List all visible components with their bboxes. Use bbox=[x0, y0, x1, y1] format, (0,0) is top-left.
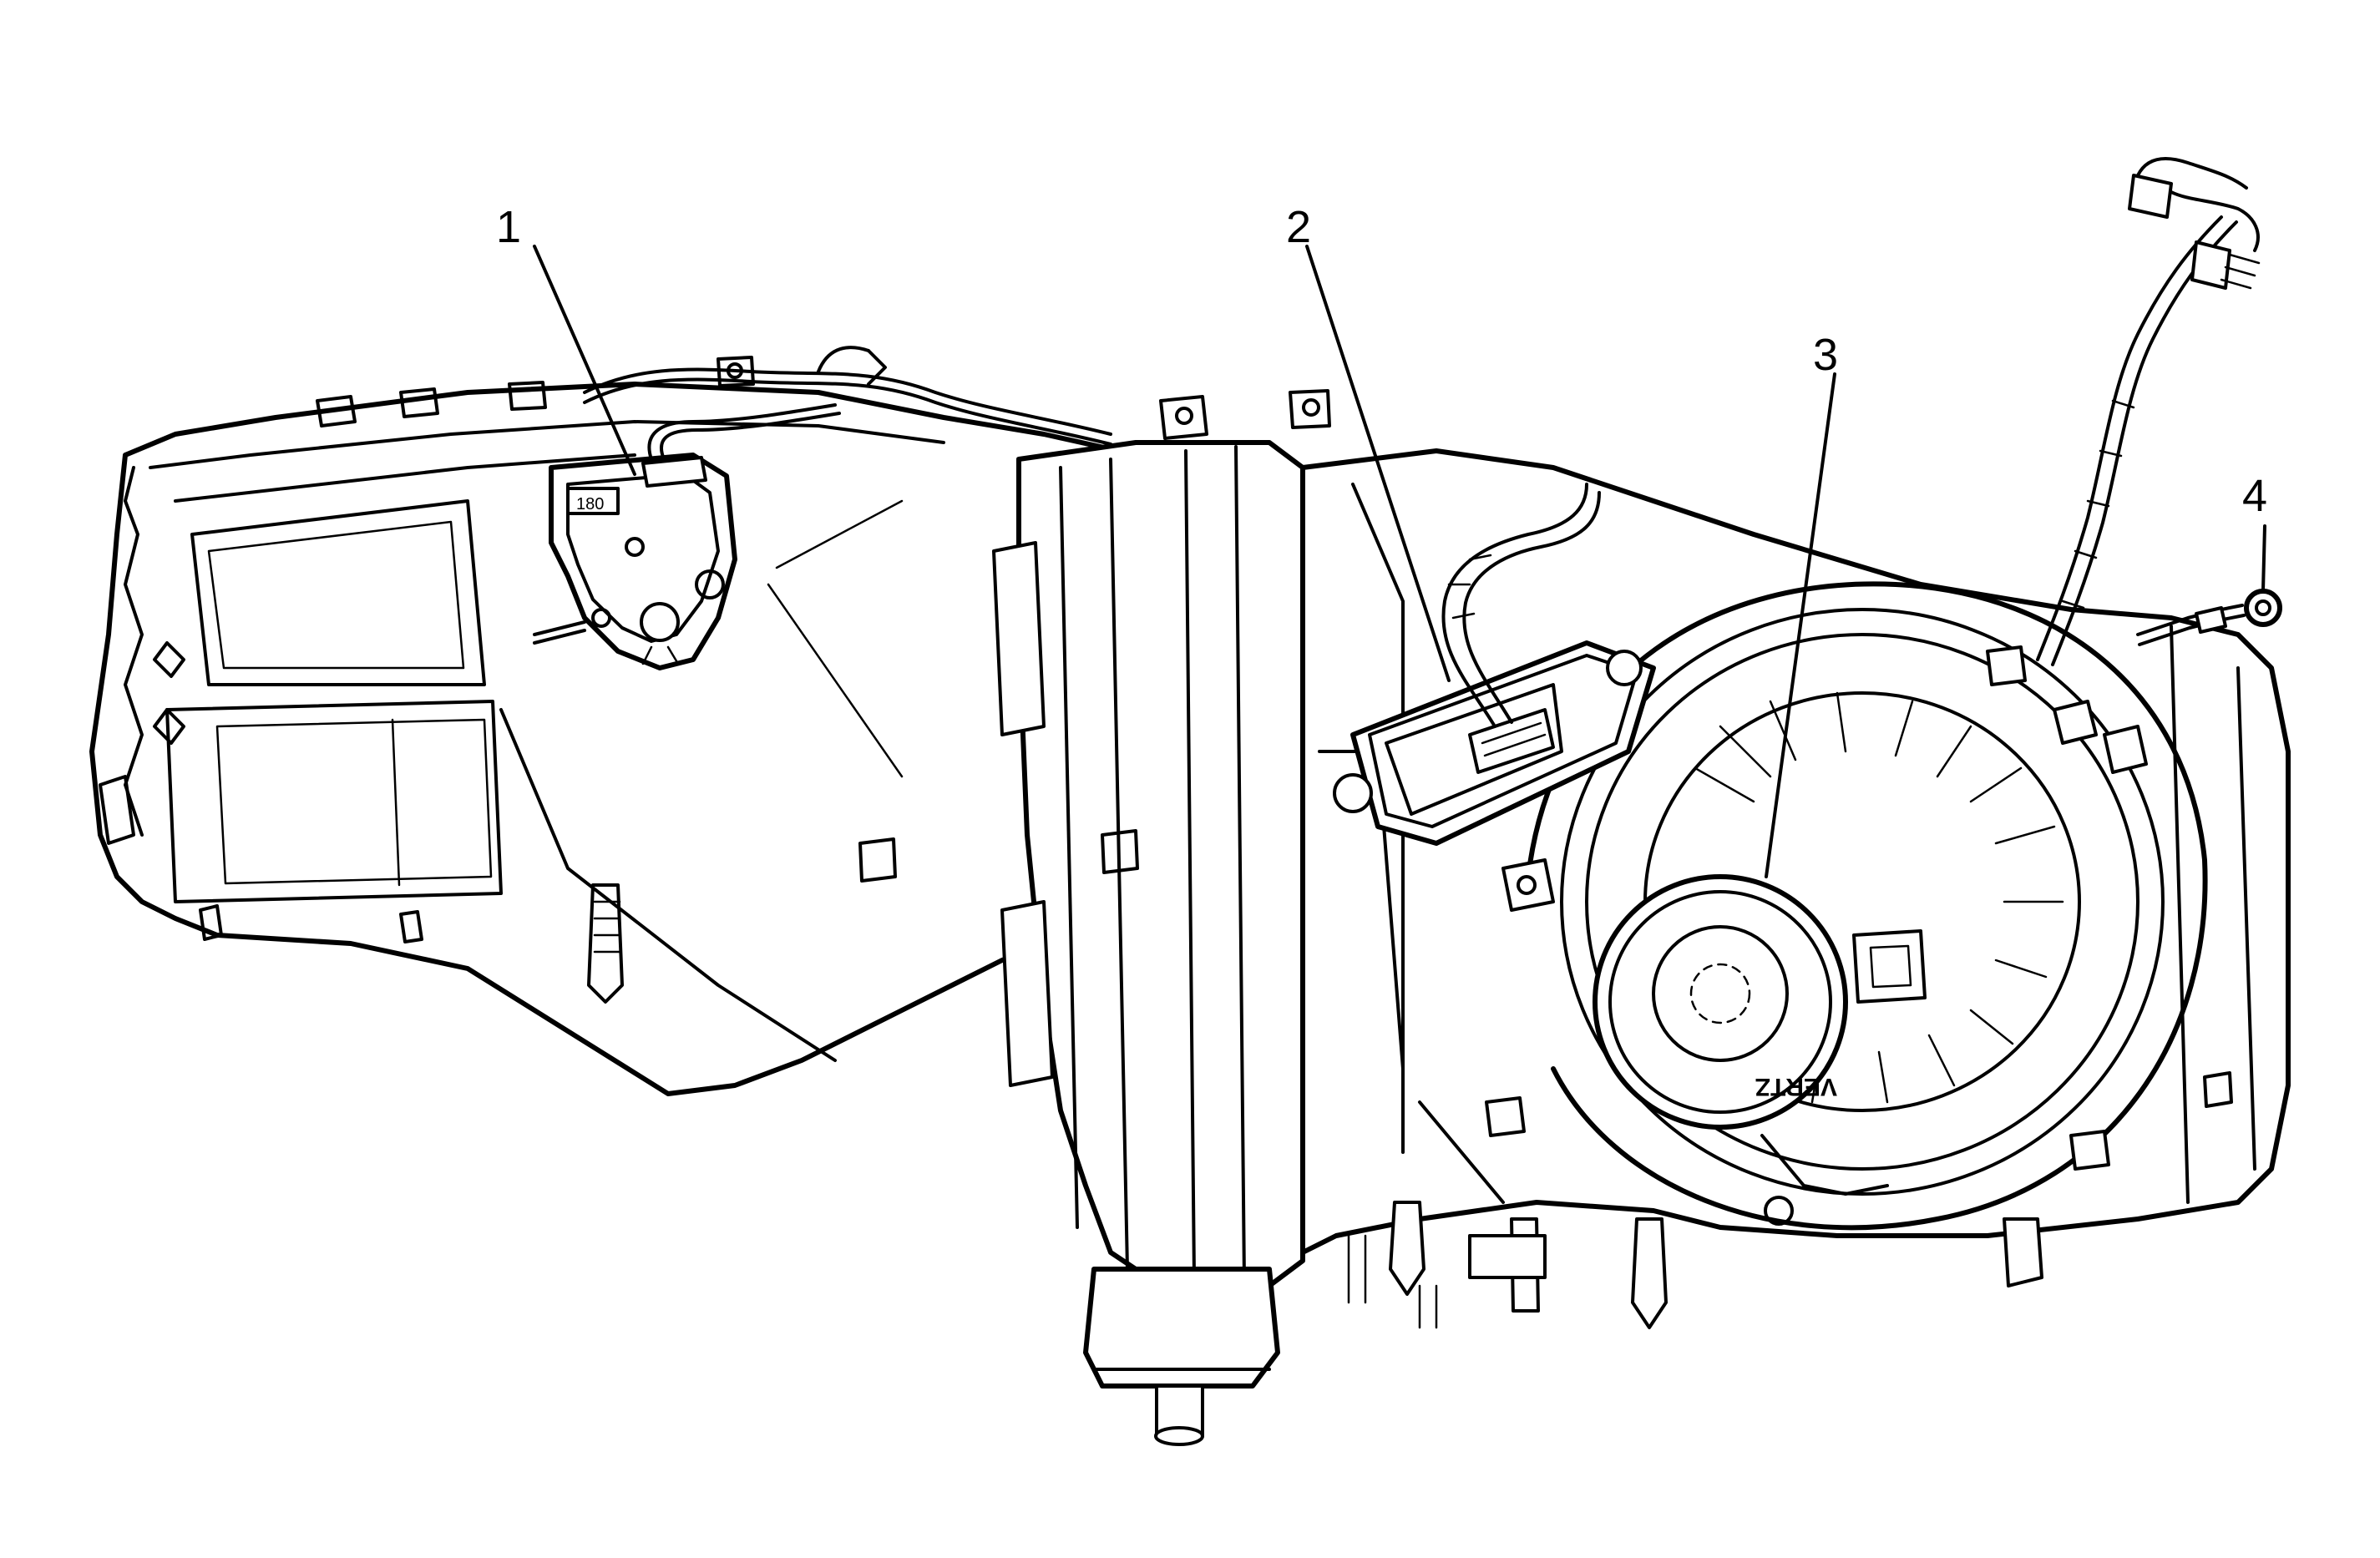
mode-actuator: 180 bbox=[533, 403, 841, 670]
callout-1: 1 bbox=[496, 202, 521, 252]
ground-terminal bbox=[2136, 589, 2282, 646]
wiring-harness bbox=[2036, 157, 2282, 666]
callout-3: 3 bbox=[1813, 330, 1838, 380]
center-housing bbox=[858, 389, 1331, 1446]
blower-motor: VERTZ bbox=[1593, 874, 1927, 1226]
actuator-marking: 180 bbox=[576, 495, 604, 513]
blower-control-module bbox=[1333, 483, 1656, 846]
callout-leaders bbox=[533, 245, 2266, 878]
callout-2: 2 bbox=[1286, 202, 1311, 252]
callout-labels: 1 2 3 4 bbox=[496, 202, 2267, 521]
callout-4: 4 bbox=[2242, 471, 2267, 521]
left-housing bbox=[89, 346, 1138, 1096]
motor-marking: VERTZ bbox=[1755, 1073, 1837, 1100]
